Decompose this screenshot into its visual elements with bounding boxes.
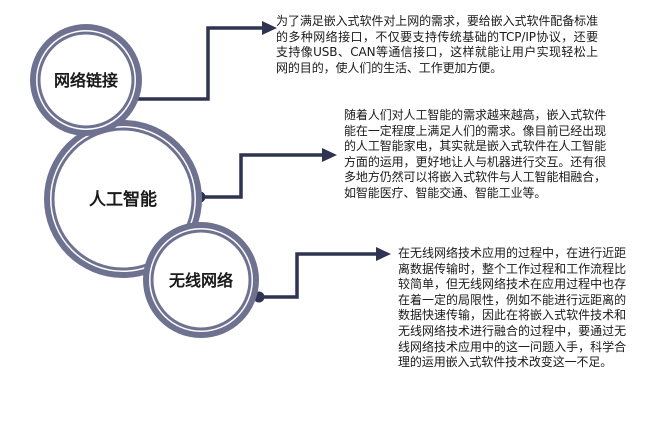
circle-label-network: 网络链接 — [54, 71, 118, 90]
circle-network: 网络链接 — [30, 24, 142, 136]
circle-wireless: 无线网络 — [143, 222, 259, 338]
circle-label-wireless: 无线网络 — [168, 271, 233, 290]
connector-ai — [194, 148, 337, 203]
description-ai: 随着人们对人工智能的需求越来越高，嵌入式软件能在一定程度上满足人们的需求。像目前… — [344, 108, 606, 200]
description-network: 为了满足嵌入式软件对上网的需求，要给嵌入式软件配备标准的多种网络接口，不仅要支持… — [276, 14, 598, 75]
connector-network — [126, 21, 277, 105]
connector-wireless — [253, 247, 391, 303]
description-wireless: 在无线网络技术应用的过程中，在进行近距离数据传输时，整个工作过程和工作流程比较简… — [398, 246, 626, 370]
circle-label-ai: 人工智能 — [89, 189, 157, 210]
